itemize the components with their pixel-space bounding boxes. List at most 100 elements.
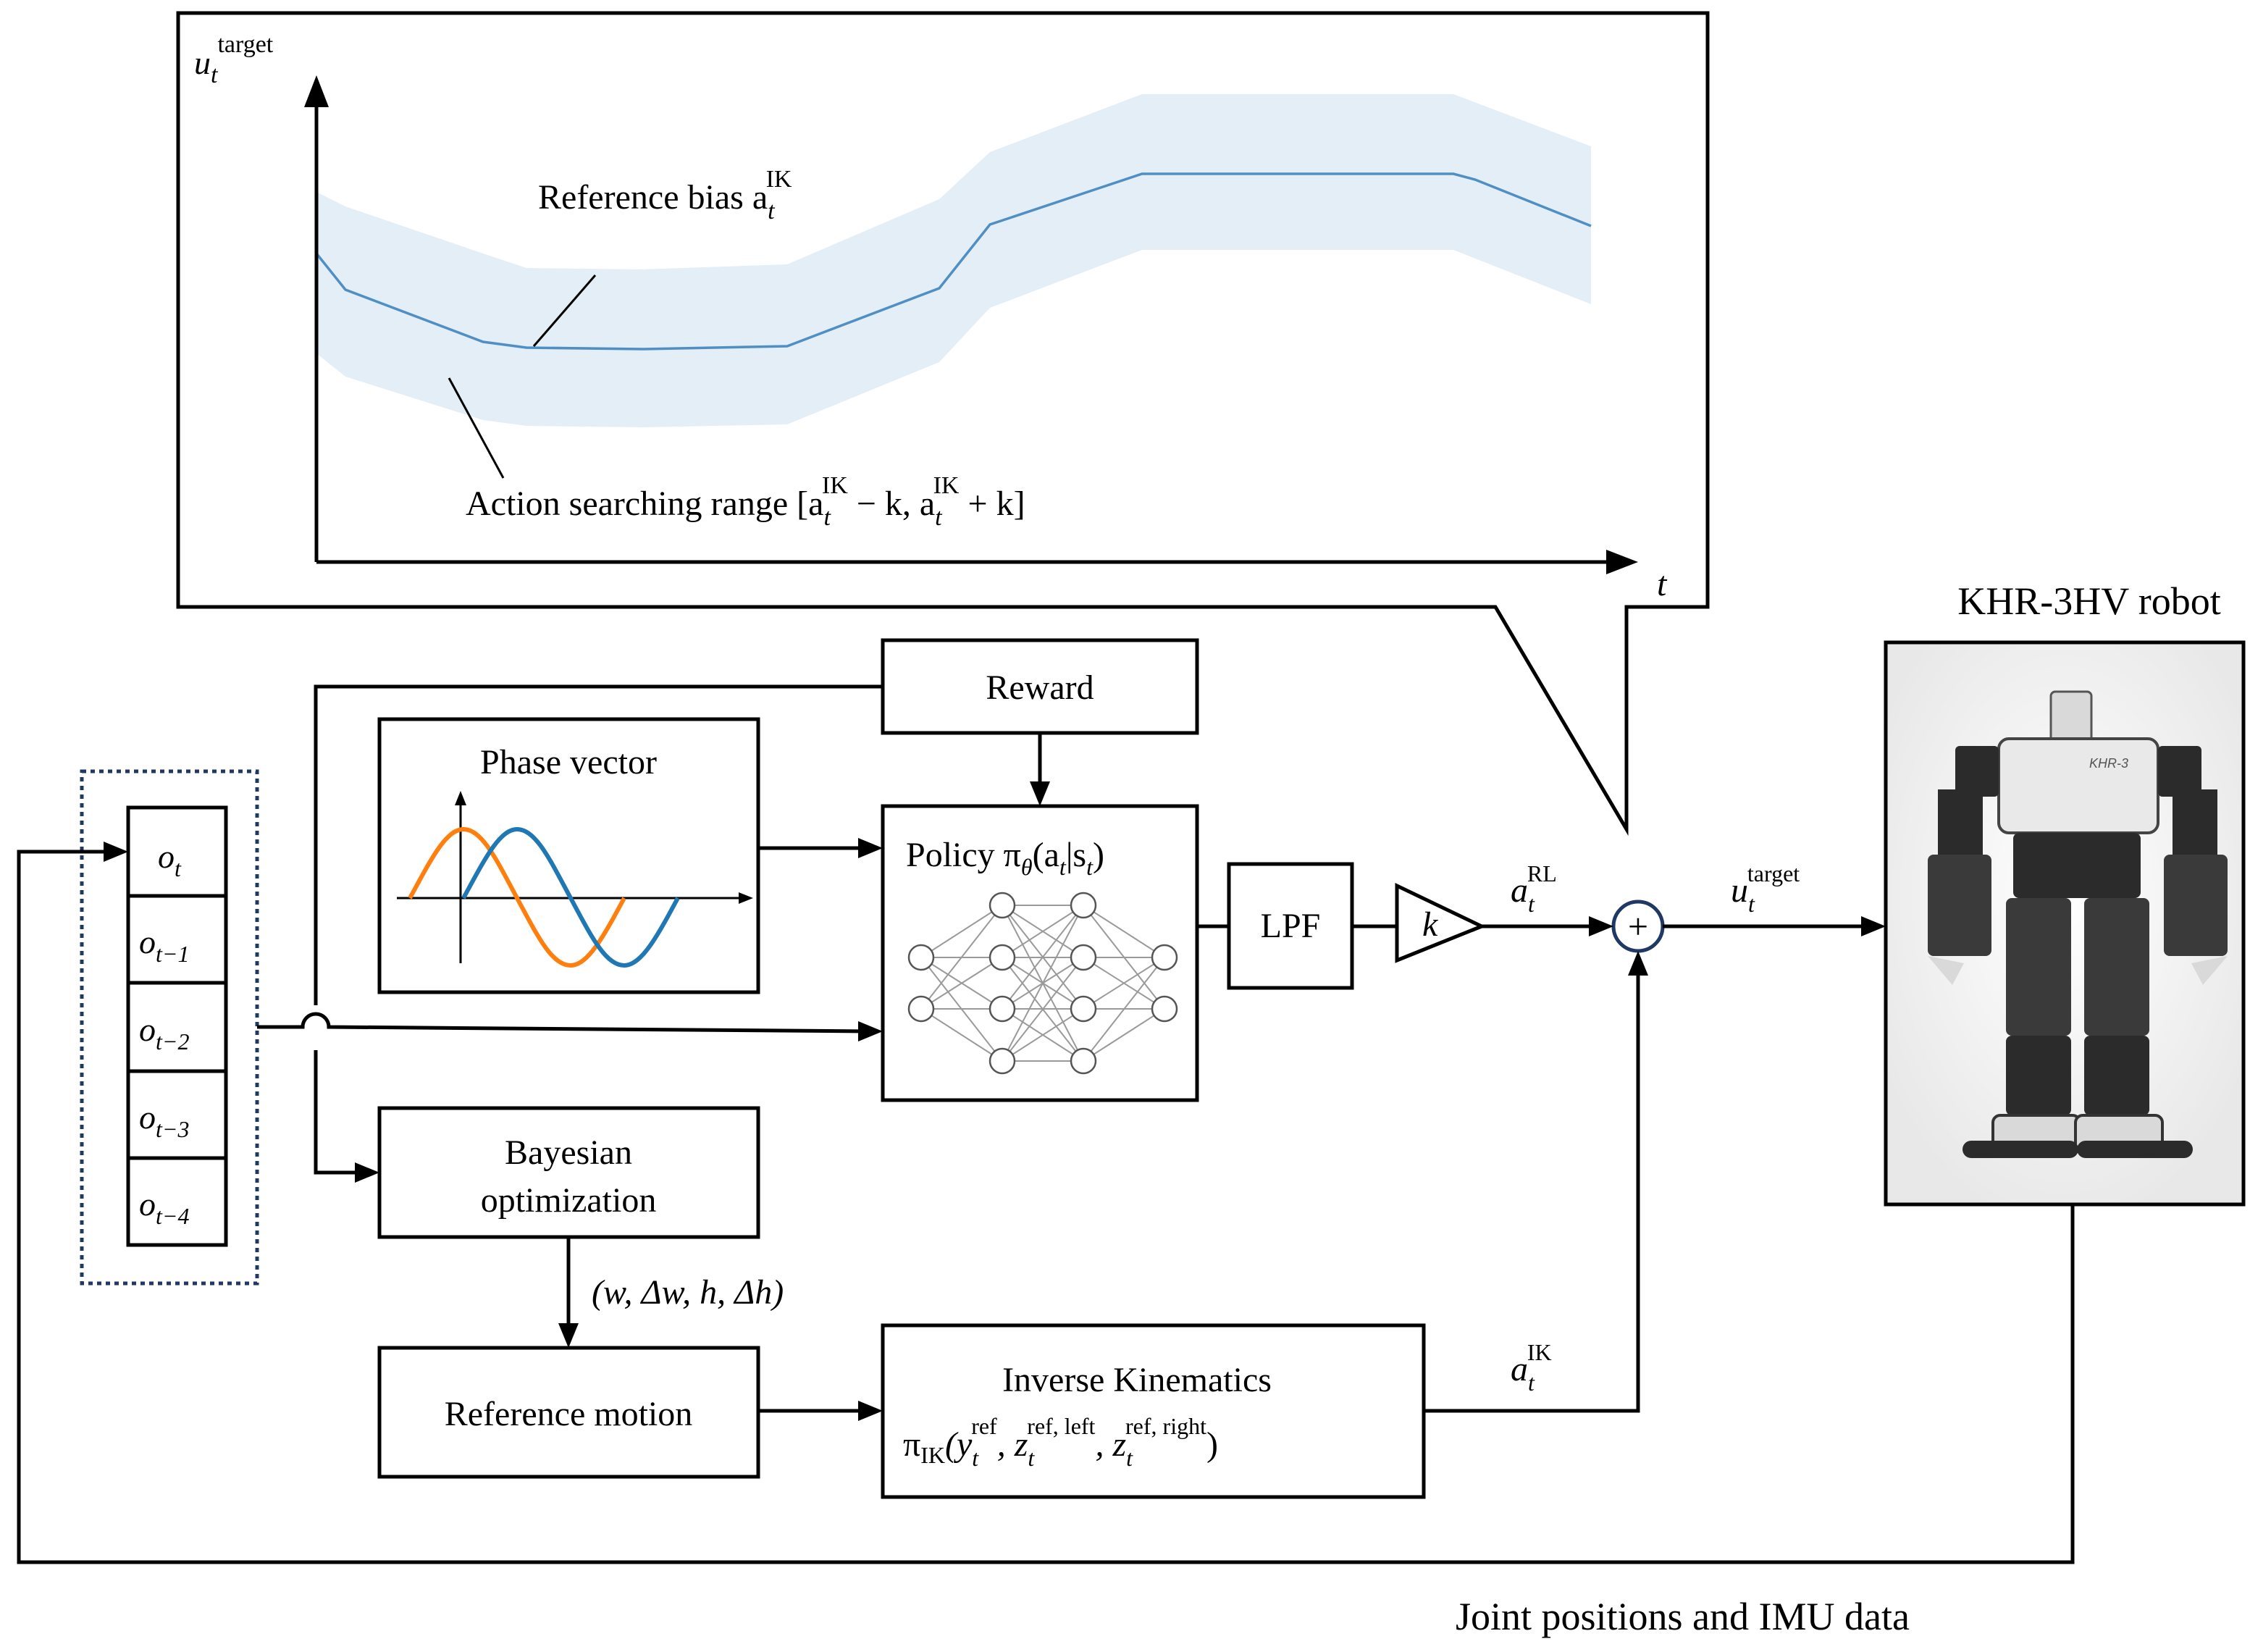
action-range-plot: uttarget t Reference bias atIK Action se… bbox=[176, 11, 1710, 837]
history-to-policy-arrowhead bbox=[858, 1021, 883, 1041]
phase-x-arrow bbox=[739, 892, 753, 904]
policy-block: Policy πθ(at|st) bbox=[881, 804, 1199, 1102]
signal-a-ik-label: atIK bbox=[1511, 1339, 1552, 1396]
phase-wave-orange bbox=[408, 826, 626, 968]
nn-neuron bbox=[988, 944, 1016, 971]
nn-neuron bbox=[1070, 1047, 1097, 1075]
obs-cell-t-2 bbox=[126, 981, 228, 1073]
nn-neuron bbox=[907, 944, 935, 971]
nn-neuron bbox=[988, 995, 1016, 1023]
reward-box bbox=[881, 638, 1199, 735]
ik-formula: πIK(ytref, ztref, left, ztref, right) bbox=[903, 1413, 1218, 1471]
y-axis-label: uttarget bbox=[194, 31, 274, 88]
bo-to-refmotion-arrowhead bbox=[558, 1323, 579, 1348]
gain-label: k bbox=[1422, 905, 1439, 944]
nn-connection bbox=[1002, 905, 1084, 1010]
plot-callout-frame bbox=[176, 11, 1710, 837]
nn-neuron bbox=[988, 892, 1016, 919]
ik-to-sum-arrowhead bbox=[1628, 951, 1648, 976]
neural-network-graphic bbox=[907, 892, 1178, 1075]
bayesian-label-line2: optimization bbox=[481, 1181, 657, 1220]
inverse-kinematics-box bbox=[881, 1323, 1426, 1499]
phase-vector-label: Phase vector bbox=[480, 743, 657, 781]
action-search-band bbox=[316, 94, 1591, 427]
x-axis-arrow bbox=[1606, 550, 1638, 574]
phase-vector-block: Phase vector bbox=[377, 717, 760, 994]
nn-connection bbox=[920, 905, 1003, 1010]
refmotion-to-ik-arrowhead bbox=[858, 1401, 883, 1421]
obs-label-t-3: ot−3 bbox=[139, 1099, 189, 1142]
action-searching-range-label: Action searching range [atIK − k, atIK +… bbox=[466, 472, 1025, 531]
feedback-wire bbox=[17, 850, 2075, 1564]
nn-connection bbox=[1002, 957, 1084, 1062]
robot-panel: KHR-3HV robot KHR-3 bbox=[1884, 579, 2246, 1207]
obs-label-t-2: ot−2 bbox=[139, 1011, 189, 1054]
nn-neuron bbox=[1151, 944, 1178, 971]
signal-a-rl-label: atRL bbox=[1511, 860, 1557, 917]
robot-icon: KHR-3 bbox=[1928, 690, 2228, 1158]
nn-connection bbox=[1083, 957, 1165, 1010]
summing-junction: + bbox=[1611, 900, 1665, 953]
nn-neuron bbox=[1151, 995, 1178, 1023]
x-axis-label: t bbox=[1657, 565, 1668, 603]
nn-neuron bbox=[1070, 995, 1097, 1023]
reference-bias-line bbox=[315, 172, 1592, 351]
inverse-kinematics-block: Inverse Kinematics πIK(ytref, ztref, lef… bbox=[881, 1323, 1426, 1499]
obs-label-t-4: ot−4 bbox=[139, 1186, 189, 1229]
nn-neuron bbox=[1070, 892, 1097, 919]
obs-label-t-1: ot−1 bbox=[139, 923, 189, 967]
nn-neuron bbox=[1070, 944, 1097, 971]
phase-y-arrow bbox=[455, 791, 466, 805]
bo-feed-arrowhead bbox=[355, 1162, 379, 1183]
observation-history: ot ot−1 ot−2 ot−3 ot−4 bbox=[80, 769, 259, 1286]
nn-neuron bbox=[988, 1047, 1016, 1075]
ik-title: Inverse Kinematics bbox=[1002, 1361, 1272, 1399]
nn-connection bbox=[1083, 957, 1165, 1062]
obs-label-t: ot bbox=[158, 838, 182, 881]
gain-triangle bbox=[1395, 883, 1487, 963]
nn-connection bbox=[920, 957, 1003, 1010]
nn-connection bbox=[920, 905, 1003, 958]
nn-connection bbox=[1083, 905, 1165, 958]
nn-connection bbox=[1083, 1008, 1165, 1062]
phase-wave-blue bbox=[461, 826, 680, 968]
obs-cell-t-4 bbox=[126, 1156, 228, 1247]
reference-motion-box bbox=[377, 1346, 760, 1479]
reward-to-policy-arrowhead bbox=[1030, 781, 1050, 806]
gain-to-sum-arrowhead bbox=[1589, 916, 1613, 936]
reward-label: Reward bbox=[986, 668, 1093, 707]
observation-frame bbox=[80, 769, 259, 1286]
reference-motion-label: Reference motion bbox=[445, 1395, 693, 1433]
bayesian-optimization-block: Bayesian optimization bbox=[377, 1106, 760, 1239]
bayesian-box bbox=[377, 1106, 760, 1239]
gain-block: k bbox=[1395, 883, 1487, 963]
feedback-arrowhead bbox=[104, 842, 128, 862]
bo-feed-wire bbox=[314, 1050, 366, 1175]
lpf-block: LPF bbox=[1227, 862, 1354, 990]
ik-to-sum-wire bbox=[1424, 964, 1640, 1413]
reference-motion-block: Reference motion bbox=[377, 1346, 760, 1479]
reward-block: Reward bbox=[881, 638, 1199, 735]
robot-chest-text: KHR-3 bbox=[2089, 756, 2128, 771]
nn-connection bbox=[920, 1008, 1003, 1062]
y-axis-arrow bbox=[304, 75, 329, 107]
signal-u-target-label: uttarget bbox=[1731, 860, 1800, 917]
nn-connection bbox=[1002, 1008, 1084, 1062]
feedback-label: Joint positions and IMU data bbox=[1456, 1595, 1910, 1638]
sum-symbol: + bbox=[1628, 906, 1648, 947]
range-leader-line bbox=[448, 377, 505, 479]
nn-neuron bbox=[907, 995, 935, 1023]
nn-connection bbox=[1002, 905, 1084, 1062]
sum-to-robot-arrowhead bbox=[1861, 916, 1886, 936]
signal-wires bbox=[17, 684, 2075, 1564]
reward-feed-wire bbox=[314, 684, 883, 1005]
phase-to-policy-arrowhead bbox=[858, 838, 883, 858]
nn-connection bbox=[1002, 905, 1084, 958]
reference-bias-label: Reference bias atIK bbox=[538, 166, 792, 225]
lpf-label: LPF bbox=[1261, 907, 1321, 945]
policy-label: Policy πθ(at|st) bbox=[906, 836, 1104, 880]
robot-title: KHR-3HV robot bbox=[1957, 579, 2221, 623]
history-to-policy-wire bbox=[257, 1012, 870, 1033]
